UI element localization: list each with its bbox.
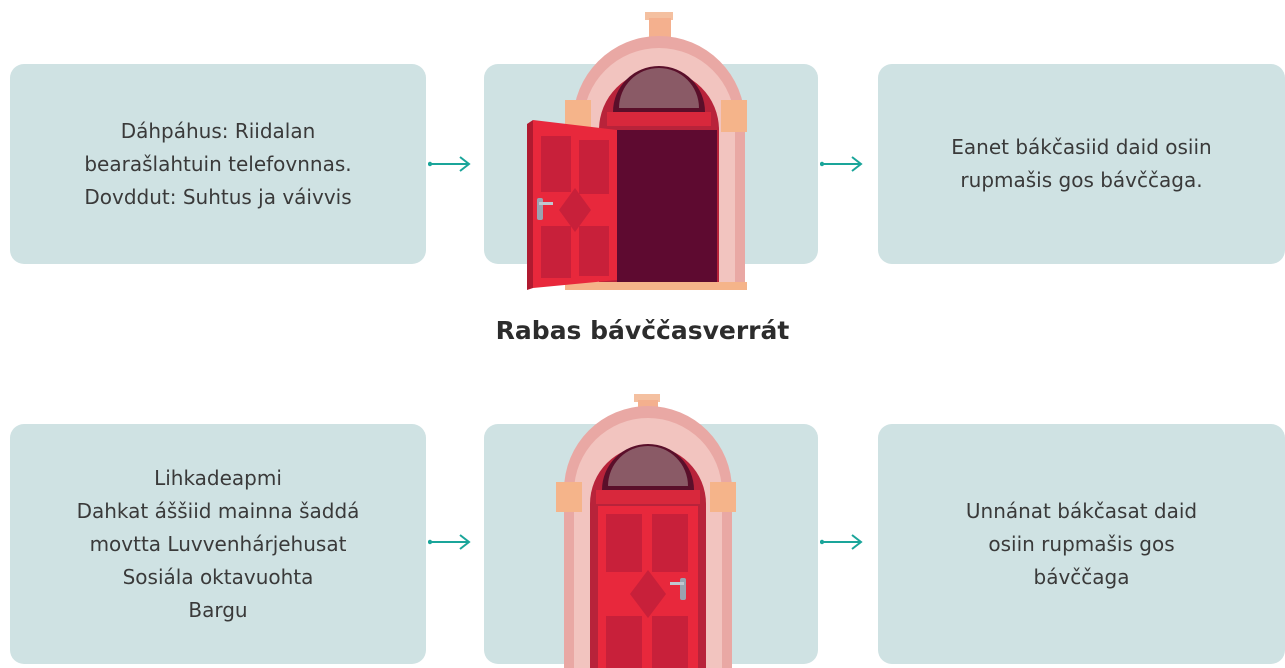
text-line: Bargu — [188, 597, 248, 622]
right-box-bottom: Unnánat bákčasat daid osiin rupmašis gos… — [878, 424, 1285, 664]
text-line: rupmašis gos bávččaga. — [960, 168, 1203, 192]
arrow-icon — [428, 534, 471, 550]
text-line: Dahkat áššiid mainna šaddá — [76, 498, 360, 523]
text-line: Sosiála oktavuohta — [122, 564, 314, 589]
text-line: Lihkadeapmi — [154, 465, 282, 490]
text-line: Unnánat bákčasat daid — [965, 498, 1198, 523]
left-box-top-text: Dáhpáhus: Riidalan bearašlahtuin telefov… — [84, 115, 351, 214]
left-box-bottom-text: Lihkadeapmi Dahkat áššiid mainna šaddá m… — [77, 462, 360, 627]
text-line: Dovddut: Suhtus ja váivvis — [84, 184, 352, 209]
arrow-icon — [428, 156, 471, 172]
text-line: bávččaga — [1033, 564, 1130, 589]
text-line: Dáhpáhus: Riidalan — [120, 118, 316, 143]
arrow-icon — [820, 534, 863, 550]
right-box-top: Eanet bákčasiid daid osiin rupmašis gos … — [878, 64, 1285, 264]
text-line: movtta Luvvenhárjehusat — [89, 531, 347, 556]
right-box-bottom-text: Unnánat bákčasat daid osiin rupmašis gos… — [966, 495, 1197, 594]
text-line: bearašlahtuin telefovnnas. — [84, 151, 352, 176]
closed-door-icon — [556, 394, 736, 668]
text-line: Eanet bákčasiid daid osiin — [951, 135, 1212, 159]
left-box-top: Dáhpáhus: Riidalan bearašlahtuin telefov… — [10, 64, 426, 264]
left-box-bottom: Lihkadeapmi Dahkat áššiid mainna šaddá m… — [10, 424, 426, 664]
open-door-icon — [527, 12, 747, 290]
diagram-title: Rabas bávččasverrát — [495, 316, 790, 345]
text-line: osiin rupmašis gos — [988, 531, 1175, 556]
right-box-top-text: Eanet bákčasiid daid osiin rupmašis gos … — [951, 131, 1211, 197]
arrow-icon — [820, 156, 863, 172]
